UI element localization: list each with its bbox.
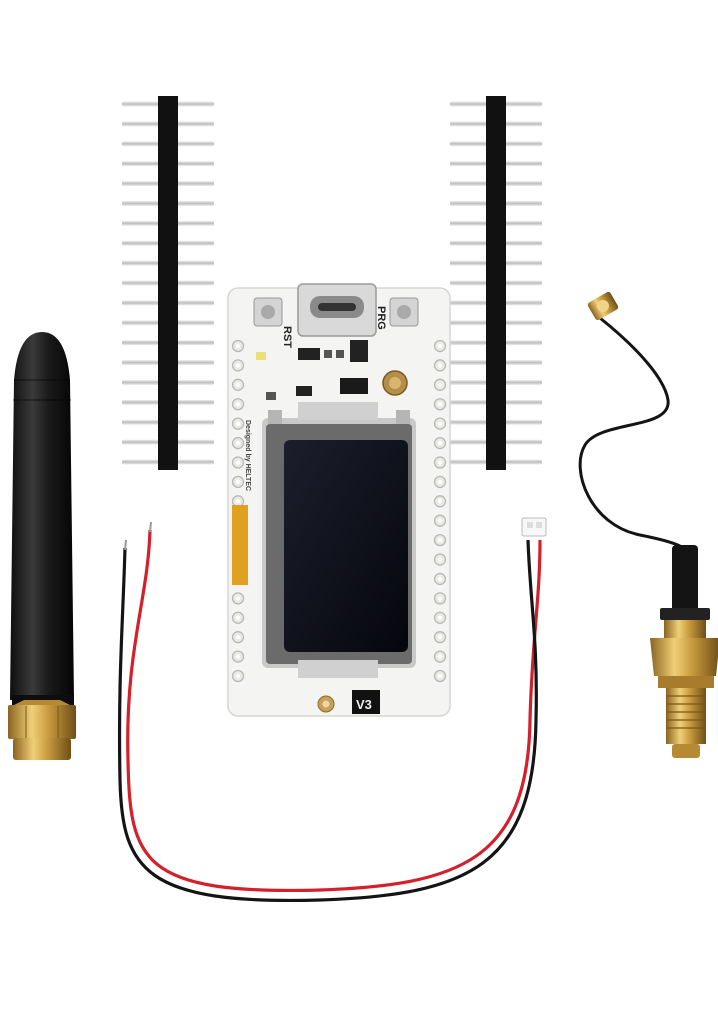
pin-hole (437, 460, 443, 465)
crystal (382, 370, 408, 396)
pin-hole (235, 499, 241, 504)
pin-hole (235, 382, 241, 388)
pin-hole (235, 421, 241, 426)
oled-display (232, 402, 416, 678)
header-plastic (486, 96, 506, 470)
lora-board: RST PRG Designed by HELT (227, 283, 451, 717)
pin-hole (235, 615, 241, 620)
prg-label: PRG (375, 306, 387, 330)
pin-hole (235, 673, 241, 679)
pin-hole (437, 343, 443, 349)
pin-hole (235, 596, 241, 601)
pin-hole (437, 402, 443, 407)
version-tag (352, 690, 380, 714)
pin-hole (437, 576, 443, 582)
pin-hole (235, 479, 241, 485)
battery-cable (117, 517, 547, 903)
pin-hole (437, 479, 443, 485)
flex-cable (232, 505, 248, 585)
pin-hole (437, 363, 443, 368)
pin-hole (437, 654, 443, 659)
pin-hole (437, 673, 443, 679)
pin-hole (437, 634, 443, 640)
pin-hole (437, 596, 443, 601)
pin-hole (235, 460, 241, 465)
prg-button[interactable] (389, 297, 419, 327)
header-plastic (158, 96, 178, 470)
pin-header-right (450, 96, 542, 470)
pin-header-left (122, 96, 214, 470)
pin-hole (235, 363, 241, 368)
jst-connector (521, 517, 547, 537)
pin-hole (437, 537, 443, 543)
usb-c-port-icon (297, 283, 377, 337)
pin-hole (235, 402, 241, 407)
smd-components (256, 340, 368, 400)
rst-label: RST (281, 326, 293, 348)
led-icon (256, 352, 266, 360)
version-label: V3 (356, 697, 372, 712)
pin-hole (437, 518, 443, 523)
pin-hole (437, 440, 443, 446)
sma-connector (650, 620, 718, 758)
pin-hole (437, 557, 443, 562)
credit-label: Designed by HELTEC (244, 420, 251, 491)
ipex-socket (317, 695, 335, 713)
pin-hole (235, 440, 241, 446)
rst-button[interactable] (253, 297, 283, 327)
heat-shrink (672, 545, 698, 615)
pin-hole (235, 634, 241, 640)
ipex-pigtail (578, 291, 718, 758)
pin-hole (235, 654, 241, 659)
ipex-connector (587, 291, 619, 321)
rubber-duck-antenna (8, 332, 76, 760)
pin-hole (437, 499, 443, 504)
pin-hole (437, 421, 443, 426)
pin-hole (437, 382, 443, 388)
pin-hole (235, 343, 241, 349)
pin-hole (437, 615, 443, 620)
